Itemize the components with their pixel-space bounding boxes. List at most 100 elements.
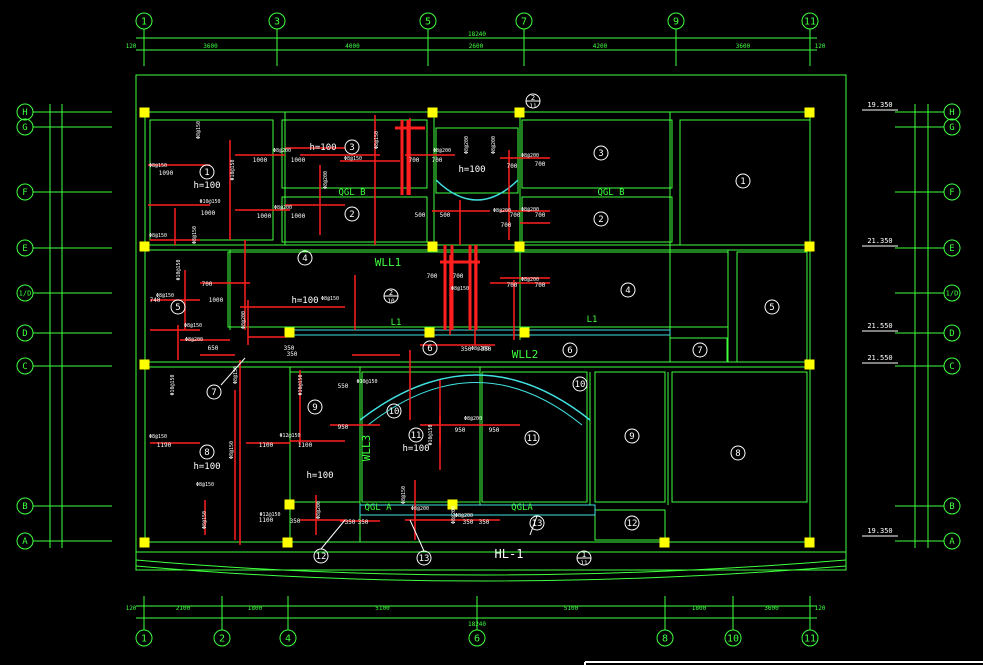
section-marker-sheet: 10 [387, 298, 395, 305]
slab-number-bubble [199, 164, 215, 180]
slab-number-bubble-text: 10 [575, 380, 586, 390]
beam-label: WLL1 [375, 256, 402, 269]
top-total-dim: 18240 [468, 31, 486, 38]
elevation-label: 21.350 [867, 237, 892, 245]
right-grid-bubble-text: 1/D [946, 290, 959, 298]
rebar-spec-vertical: Φ10@150 [230, 159, 236, 180]
slab-number-bubble-text: 1 [740, 177, 745, 187]
column [139, 107, 150, 118]
slab-number-bubble [170, 299, 186, 315]
slab-thickness: h=100 [309, 143, 336, 153]
inner-outline [144, 111, 811, 543]
slab-number-bubble [422, 340, 438, 356]
slab-number-bubble-text: 5 [769, 303, 774, 313]
rebar-spec-vertical: Φ8@200 [491, 136, 497, 154]
column [139, 359, 150, 370]
right-grid-bubble-text: G [949, 123, 954, 133]
slab-thickness: h=100 [291, 296, 318, 306]
rebar-spec: Φ8@150 [149, 434, 167, 440]
rebar-length: 1100 [298, 442, 313, 449]
rebar-spec: Φ8@150 [156, 293, 174, 299]
rebar-spec-vertical: Φ8@150 [196, 121, 202, 139]
slab-number-bubble [620, 282, 636, 298]
elevation-label: 19.350 [867, 527, 892, 535]
rebar-length: 700 [535, 282, 546, 289]
rebar-spec-vertical: Φ8@200 [464, 136, 470, 154]
column [139, 537, 150, 548]
slab-number-bubble [593, 211, 609, 227]
bottom-grid-bubble-text: 10 [727, 634, 739, 645]
slab-number-bubble-text: 13 [419, 554, 430, 564]
column [424, 327, 435, 338]
slab-number-bubble [562, 342, 578, 358]
rebar-length: 1000 [291, 157, 306, 164]
rebar-spec-vertical: Φ8@200 [323, 171, 329, 189]
slab-number-bubble-text: 11 [411, 431, 422, 441]
left-grid-bubble-text: B [22, 502, 27, 512]
rebar-length: 700 [535, 212, 546, 219]
rebar-length: 700 [535, 161, 546, 168]
room-outline [736, 251, 808, 363]
beam-label: HL-1 [495, 547, 524, 561]
leader-line [409, 519, 425, 552]
rebar-length: 1000 [257, 213, 272, 220]
slab-number-bubble [199, 444, 215, 460]
column [804, 241, 815, 252]
column [427, 107, 438, 118]
rebar-length: 350 [463, 519, 474, 526]
room-outline [361, 371, 481, 503]
rebar-spec: Φ8@200 [521, 153, 539, 159]
slab-number-bubble [297, 250, 313, 266]
rebar-length: 950 [489, 427, 500, 434]
slab-thickness: h=100 [402, 444, 429, 454]
rebar-length: 1000 [209, 297, 224, 304]
beam-label: QGL B [338, 188, 365, 198]
rebar-length: 700 [202, 281, 213, 288]
slab-number-bubble-text: 6 [567, 346, 572, 356]
slab-number-bubble-text: 8 [735, 449, 740, 459]
bottom-grid-bubble-text: 11 [804, 634, 816, 645]
slab-number-bubble-text: 5 [175, 303, 180, 313]
rebar-spec: Φ10@150 [356, 379, 377, 385]
top-dim-value: 4000 [345, 43, 360, 50]
right-grid-bubble-text: C [949, 362, 954, 372]
rebar-spec: Φ8@200 [521, 207, 539, 213]
rebar-spec-vertical: Φ8@150 [202, 511, 208, 529]
left-grid-bubble-text: 1/D [19, 290, 32, 298]
beam-label: L1 [391, 318, 402, 328]
rebar-spec-vertical: Φ8@150 [229, 441, 235, 459]
rebar-length: 950 [455, 427, 466, 434]
right-grid-bubble-text: F [949, 188, 954, 198]
slab-thickness: h=100 [458, 165, 485, 175]
cyan-beam [289, 329, 671, 336]
slab-number-bubble-text: 3 [598, 149, 603, 159]
slab-number-bubble [624, 515, 640, 531]
column [282, 537, 293, 548]
slab-thickness: h=100 [306, 471, 333, 481]
slab-thickness: h=100 [193, 181, 220, 191]
rebar-spec: Φ8@200 [521, 277, 539, 283]
left-grid-bubble-text: E [22, 244, 27, 254]
room-outline [227, 251, 729, 328]
left-grid-bubble-text: F [22, 188, 27, 198]
room-outline [594, 509, 666, 541]
slab-number-bubble [735, 173, 751, 189]
rebar-length: 350 [481, 346, 492, 353]
rebar-spec: Φ8@200 [464, 416, 482, 422]
slab-number-bubble-text: 1 [204, 168, 209, 178]
elevation-label: 21.550 [867, 354, 892, 362]
rebar-spec-vertical: Φ8@150 [192, 226, 198, 244]
rebar-spec-vertical: Φ8@200 [451, 506, 457, 524]
rebar-length: 350 [287, 351, 298, 358]
rebar-length: 1100 [259, 442, 274, 449]
slab-number-bubble-text: 13 [532, 519, 543, 529]
column [659, 537, 670, 548]
left-grid-bubble-text: H [22, 108, 27, 118]
structure-outline [135, 74, 983, 665]
beam-label: WLL2 [512, 348, 539, 361]
column [514, 107, 525, 118]
slab-number-bubble [206, 384, 222, 400]
rebar-spec-vertical: Φ10@150 [428, 424, 434, 445]
bottom-grid-bubble-text: 8 [662, 634, 668, 645]
